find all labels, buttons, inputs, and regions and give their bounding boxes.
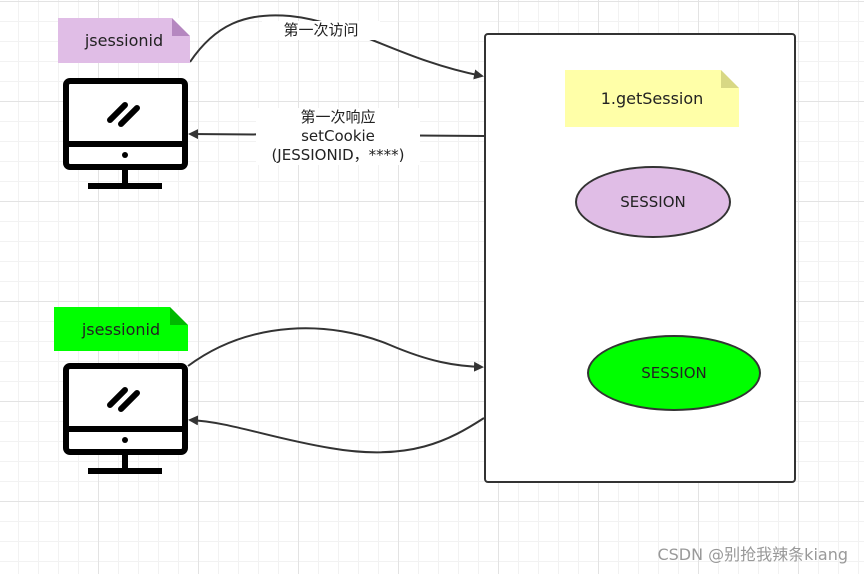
client1-cookie-note: jsessionid — [58, 18, 190, 63]
get-session-note: 1.getSession — [565, 70, 739, 127]
first-response-line3: (JESSIONID，****) — [271, 146, 405, 164]
first-response-line2: setCookie — [301, 127, 375, 145]
first-request-label: 第一次访问 — [262, 21, 380, 40]
client1-cookie-label: jsessionid — [84, 31, 164, 50]
client2-cookie-note: jsessionid — [54, 307, 188, 351]
monitor-icon — [63, 363, 188, 474]
arrow-second-request — [187, 327, 484, 372]
arrow-first-request — [189, 14, 484, 80]
note-fold — [172, 18, 190, 36]
watermark: CSDN @别抢我辣条kiang — [657, 545, 848, 564]
client2-cookie-label: jsessionid — [81, 319, 161, 339]
note-fold — [170, 307, 188, 325]
session-2-label: SESSION — [641, 364, 707, 382]
first-response-label: 第一次响应 setCookie (JESSIONID，****) — [256, 108, 420, 165]
arrow-second-response — [188, 415, 485, 454]
first-response-line1: 第一次响应 — [300, 108, 376, 126]
monitor-icon — [63, 78, 188, 189]
session-1-label: SESSION — [620, 193, 686, 211]
note-fold — [721, 70, 739, 88]
get-session-label: 1.getSession — [600, 89, 704, 108]
session-ellipse-1: SESSION — [575, 166, 731, 238]
session-ellipse-2: SESSION — [587, 335, 761, 411]
